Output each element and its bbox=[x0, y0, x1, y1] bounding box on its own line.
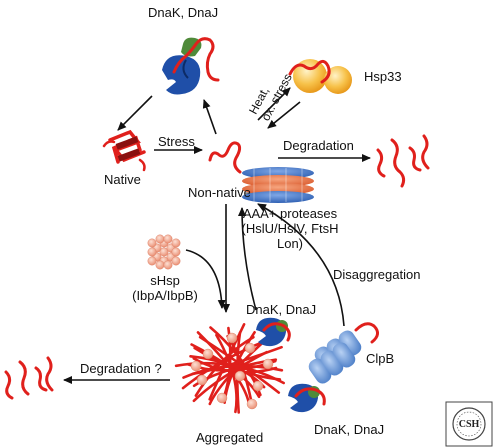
dnak-chaperone-icon bbox=[162, 55, 201, 95]
arrows bbox=[63, 87, 371, 384]
aaa-protease-icon bbox=[242, 167, 314, 203]
dnak-dnaj-bottom-group bbox=[288, 383, 326, 413]
aggregate-chain bbox=[208, 323, 246, 401]
shsp-bound-sphere bbox=[252, 380, 264, 392]
label-degradation-q: Degradation ? bbox=[80, 361, 162, 376]
dnak-dnaj-mid-group bbox=[256, 317, 291, 347]
arrow-shsp-to-aggregate bbox=[185, 249, 226, 309]
degraded-fragments-right bbox=[376, 134, 430, 188]
arrow-clpb-disaggregation bbox=[257, 203, 345, 327]
hsp33-icon bbox=[288, 59, 352, 94]
arrow-chaperone-to-native bbox=[117, 95, 153, 131]
aggregate-chain bbox=[215, 333, 238, 414]
label-native: Native bbox=[104, 172, 141, 187]
label-dnak-dnaj-bottom: DnaK, DnaJ bbox=[314, 422, 385, 437]
label-aggregated: Aggregated bbox=[196, 430, 264, 445]
label-degradation: Degradation bbox=[283, 138, 354, 153]
label-dnak-dnaj-top: DnaK, DnaJ bbox=[148, 5, 219, 20]
label-non-native: Non-native bbox=[188, 185, 251, 200]
label-clpb: ClpB bbox=[366, 351, 395, 366]
arrow-to-hsp33 bbox=[257, 87, 291, 121]
shsp-bound-sphere bbox=[246, 398, 258, 410]
aggregate-chain bbox=[191, 345, 283, 376]
aggregate-chain bbox=[208, 334, 272, 406]
aggregate-icon bbox=[174, 323, 285, 414]
arrow-dnak-to-nonnative bbox=[238, 207, 257, 311]
shsp-bound-sphere bbox=[190, 360, 202, 372]
native-protein-icon bbox=[102, 129, 146, 172]
label-aaa-proteases: AAA+ proteases (HslU/HslV, FtsH Lon) bbox=[241, 206, 339, 251]
label-disaggregation: Disaggregation bbox=[333, 267, 421, 282]
svg-text:CSH: CSH bbox=[459, 419, 480, 430]
shsp-bound-sphere bbox=[226, 332, 238, 344]
clpb-hexamer-icon bbox=[308, 322, 379, 384]
cshl-logo-icon: CSH bbox=[445, 401, 493, 447]
aggregate-chain bbox=[196, 331, 251, 407]
non-native-chain bbox=[208, 141, 242, 174]
shsp-bound-sphere bbox=[202, 348, 214, 360]
label-shsp: sHsp (IbpA/IbpB) bbox=[132, 273, 198, 303]
label-stress: Stress bbox=[158, 134, 195, 149]
label-hsp33: Hsp33 bbox=[364, 69, 402, 84]
bound-chain-top bbox=[172, 37, 220, 82]
shsp-bound-sphere bbox=[216, 392, 228, 404]
shsp-bound-sphere bbox=[196, 374, 208, 386]
arrow-from-hsp33 bbox=[267, 101, 301, 129]
dnak-dnaj-top-group bbox=[162, 37, 220, 95]
arrow-nonnative-to-chaperone bbox=[202, 99, 217, 135]
shsp-bound-sphere bbox=[244, 342, 256, 354]
aggregate-chain bbox=[181, 338, 270, 390]
shsp-bound-sphere bbox=[234, 370, 246, 382]
degraded-fragments-left bbox=[4, 356, 54, 400]
shsp-oligomer-icon bbox=[147, 234, 181, 270]
shsp-bound-sphere bbox=[262, 358, 274, 370]
label-dnak-dnaj-mid: DnaK, DnaJ bbox=[246, 302, 317, 317]
